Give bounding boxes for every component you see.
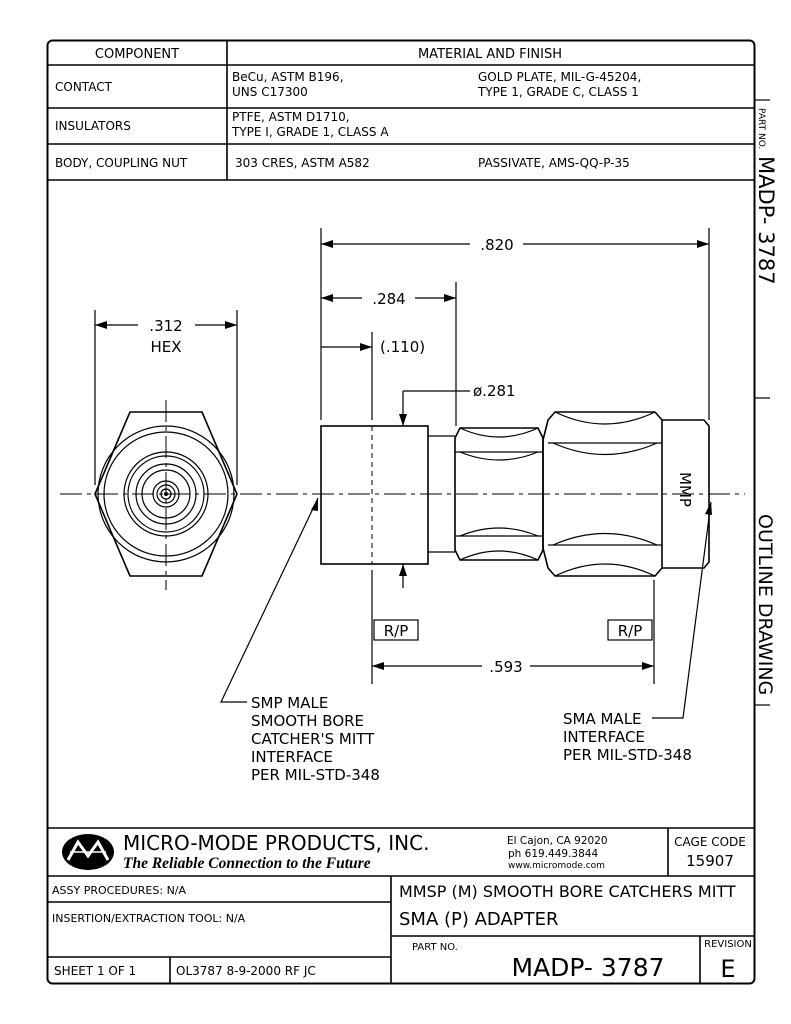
cage-code-label: CAGE CODE xyxy=(674,835,746,849)
revision-value: E xyxy=(720,955,735,983)
left-note-line-5: PER MIL-STD-348 xyxy=(251,766,380,784)
row-insulators-material-2: TYPE I, GRADE 1, CLASS A xyxy=(231,125,389,139)
side-drawing-type: OUTLINE DRAWING xyxy=(754,514,776,695)
ref-plane-dim-value: .593 xyxy=(489,658,522,676)
reference-plane-dimension: R/P R/P .593 xyxy=(371,570,655,684)
company-city: El Cajon, CA 92020 xyxy=(507,835,608,847)
row-contact-component: CONTACT xyxy=(55,80,113,94)
company-name: MICRO-MODE PRODUCTS, INC. xyxy=(123,831,429,855)
assy-procedures: ASSY PROCEDURES: N/A xyxy=(52,884,187,897)
adapter-side-view: MMP xyxy=(320,411,710,577)
row-body-material-1: 303 CRES, ASTM A582 xyxy=(235,156,370,170)
company-tagline: The Reliable Connection to the Future xyxy=(123,855,371,872)
part-no-value: MADP- 3787 xyxy=(511,953,664,982)
title-block: MICRO-MODE PRODUCTS, INC. The Reliable C… xyxy=(47,827,755,983)
left-note-line-4: INTERFACE xyxy=(251,748,333,766)
table-header-component: COMPONENT xyxy=(95,47,179,62)
row-insulators-component: INSULATORS xyxy=(55,119,131,133)
hex-end-view xyxy=(94,400,238,590)
drawing-info: OL3787 8-9-2000 RF JC xyxy=(176,964,316,978)
sheet-number: SHEET 1 OF 1 xyxy=(54,964,136,978)
left-note-line-2: SMOOTH BORE xyxy=(251,712,364,730)
right-note-line-1: SMA MALE xyxy=(563,710,642,728)
insertion-tool: INSERTION/EXTRACTION TOOL: N/A xyxy=(52,912,246,925)
revision-label: REVISION xyxy=(704,939,752,950)
recess-depth-dimension: (.110) xyxy=(321,332,425,420)
side-part-no: MADP- 3787 xyxy=(754,156,778,285)
row-contact-finish-1: GOLD PLATE, MIL-G-45204, xyxy=(478,70,641,84)
body-dim-value: .284 xyxy=(372,290,405,308)
overall-dim-value: .820 xyxy=(480,236,513,254)
left-note: SMP MALE SMOOTH BORE CATCHER'S MITT INTE… xyxy=(220,497,380,784)
company-web: www.micromode.com xyxy=(508,861,605,871)
table-header-material: MATERIAL AND FINISH xyxy=(418,47,562,62)
side-part-no-label: PART NO. xyxy=(756,108,766,149)
part-no-label: PART NO. xyxy=(412,942,458,953)
row-contact-finish-2: TYPE 1, GRADE C, CLASS 1 xyxy=(477,85,639,99)
body-length-dimension: .284 xyxy=(321,282,457,426)
marking-text: MMP xyxy=(676,472,694,507)
materials-table: COMPONENT MATERIAL AND FINISH CONTACT Be… xyxy=(47,40,755,181)
left-note-line-1: SMP MALE xyxy=(251,694,328,712)
ref-plane-right: R/P xyxy=(618,622,643,640)
drawing-title-line-2: SMA (P) ADAPTER xyxy=(399,909,559,930)
row-contact-material-2: UNS C17300 xyxy=(232,85,308,99)
left-note-line-3: CATCHER'S MITT xyxy=(251,730,375,748)
sheet-border xyxy=(46,39,756,985)
overall-length-dimension: .820 xyxy=(320,228,710,420)
right-note-line-2: INTERFACE xyxy=(563,728,645,746)
row-contact-material-1: BeCu, ASTM B196, xyxy=(232,70,344,84)
hex-dim-value: .312 xyxy=(149,317,182,335)
diameter-dimension: ø.281 xyxy=(399,382,516,588)
hex-dimension: .312 HEX xyxy=(94,310,238,485)
right-note: SMA MALE INTERFACE PER MIL-STD-348 xyxy=(563,501,712,764)
company-logo xyxy=(62,834,114,870)
ref-plane-left: R/P xyxy=(384,622,409,640)
recess-dim-value: (.110) xyxy=(380,338,425,356)
right-note-line-3: PER MIL-STD-348 xyxy=(563,746,692,764)
row-body-finish-1: PASSIVATE, AMS-QQ-P-35 xyxy=(478,156,630,170)
company-phone: ph 619.449.3844 xyxy=(508,848,598,860)
diameter-dim-value: ø.281 xyxy=(473,382,516,400)
cage-code-value: 15907 xyxy=(686,852,734,870)
hex-label: HEX xyxy=(150,338,181,356)
row-body-component: BODY, COUPLING NUT xyxy=(55,156,188,170)
drawing-title-line-1: MMSP (M) SMOOTH BORE CATCHERS MITT xyxy=(399,882,736,901)
row-insulators-material-1: PTFE, ASTM D1710, xyxy=(232,110,350,124)
